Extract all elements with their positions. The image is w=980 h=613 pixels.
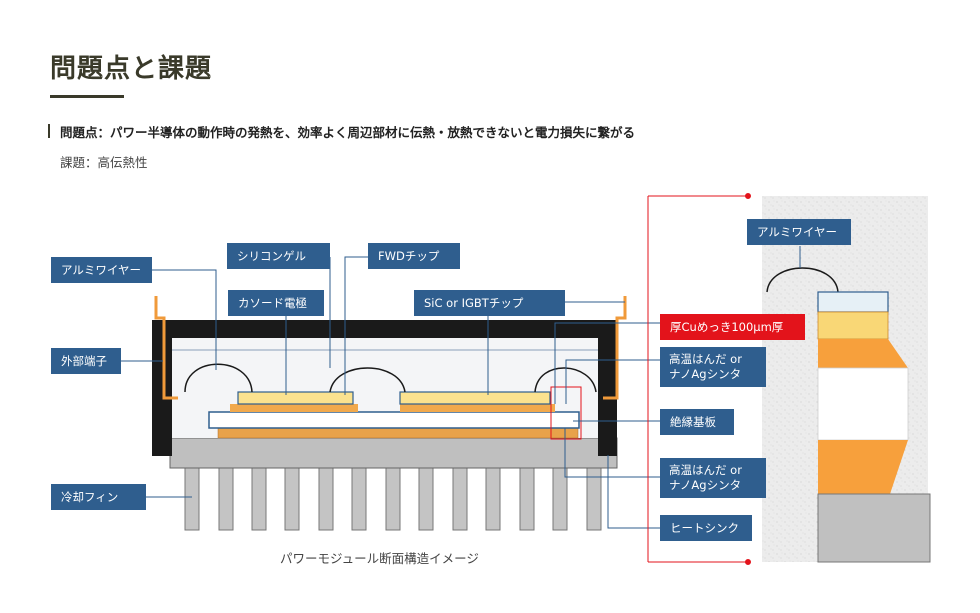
enlarged-heatsink <box>817 493 931 563</box>
problem-statement: 問題点：パワー半導体の動作時の発熱を、効率よく周辺部材に伝熱・放熱できないと電力… <box>60 125 636 140</box>
label-sic-igbt-chip: SiC or IGBTチップ <box>414 290 565 316</box>
enlarged-substrate <box>817 367 909 441</box>
label-aluminium-wire-right: アルミワイヤー <box>747 219 851 245</box>
label-aluminium-wire-left: アルミワイヤー <box>51 257 152 283</box>
label-solder-top: 高温はんだ or ナノAgシンタ <box>660 347 766 387</box>
diagram-caption: パワーモジュール断面構造イメージ <box>280 551 479 566</box>
enlarged-solder-top <box>818 339 908 368</box>
enlarged-solder-bottom <box>818 440 908 494</box>
aluminium-wires <box>184 363 597 393</box>
heatsink-plate <box>169 437 618 469</box>
copper-circuit-layer-2 <box>400 404 555 412</box>
fwd-chip-shape <box>237 391 354 405</box>
label-solder-bottom: 高温はんだ or ナノAgシンタ <box>660 458 766 498</box>
copper-circuit-layer <box>230 404 358 412</box>
label-thick-cu-plating: 厚Cuめっき100μm厚 <box>660 314 805 340</box>
task-statement: 課題：高伝熱性 <box>60 155 148 170</box>
igbt-chip-shape <box>399 391 551 405</box>
insulating-substrate-layer <box>208 411 580 429</box>
enlarged-thick-cu <box>817 311 889 340</box>
page-title: 問題点と課題 <box>50 54 213 84</box>
label-cathode-electrode: カソード電極 <box>228 290 324 316</box>
label-silicone-gel: シリコンゲル <box>227 243 330 269</box>
problem-marker <box>48 124 50 138</box>
label-outer-terminal: 外部端子 <box>51 348 121 374</box>
zoom-bracket <box>647 193 751 565</box>
housing <box>152 320 617 456</box>
label-fwd-chip: FWDチップ <box>368 243 460 269</box>
copper-base-layer <box>217 427 579 439</box>
leader-lines <box>121 256 805 529</box>
enlarged-chip <box>817 291 889 313</box>
enlarged-wire <box>766 267 839 293</box>
title-underline <box>50 95 124 98</box>
label-cooling-fin: 冷却フィン <box>51 484 146 510</box>
label-insulating-substrate: 絶縁基板 <box>660 409 734 435</box>
cooling-fins <box>184 467 602 531</box>
outer-terminals <box>154 296 627 400</box>
label-heat-sink: ヒートシンク <box>660 515 752 541</box>
